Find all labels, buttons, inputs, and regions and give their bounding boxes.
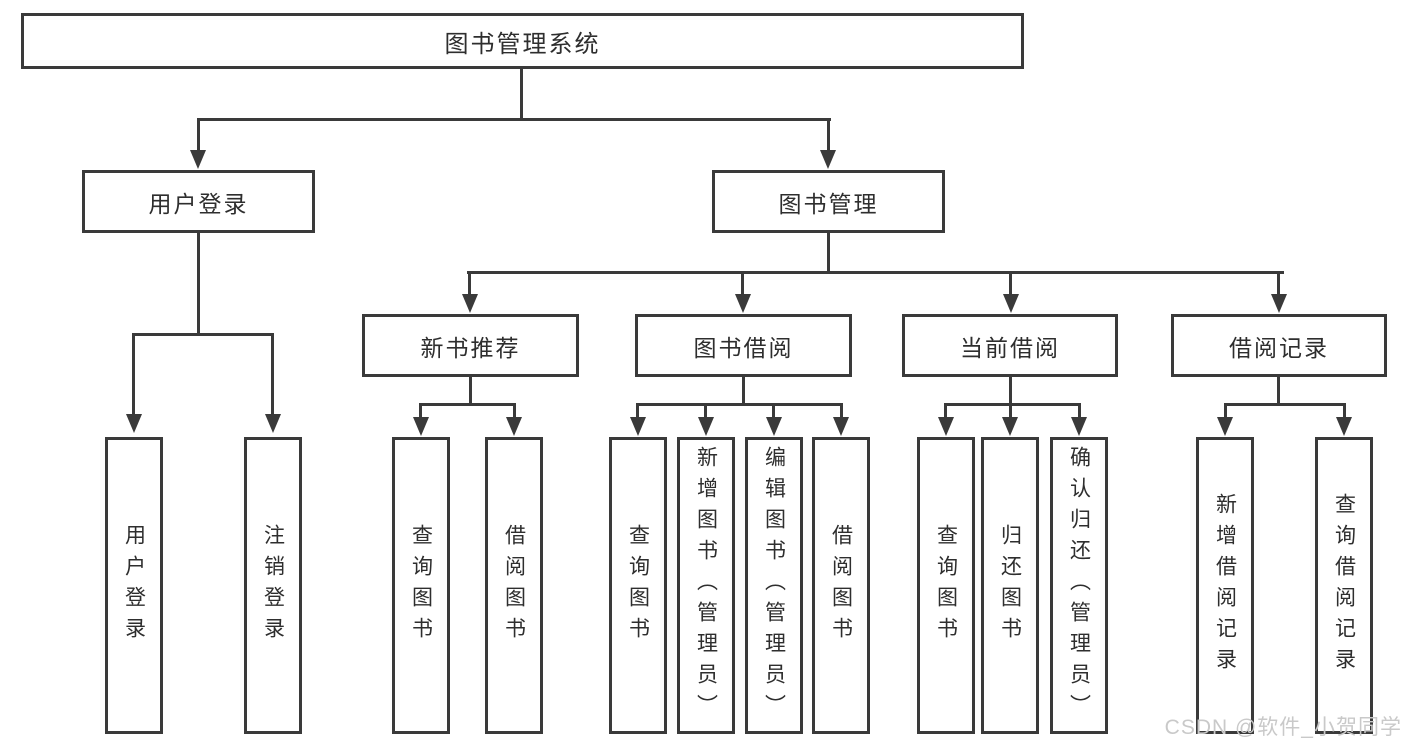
node-label: 借阅记录 — [1229, 334, 1329, 361]
connector-borrow-record-stem — [1277, 377, 1280, 406]
node-user-login: 用户登录 — [82, 170, 315, 233]
arrow-to-book-borrow — [735, 294, 751, 313]
leaf-label: 借阅图书 — [829, 523, 853, 648]
connector-user-login-rail — [132, 333, 274, 336]
connector-leaf-stem — [772, 403, 775, 418]
leaf-logout: 注销登录 — [244, 437, 302, 734]
arrow-to-leaf — [506, 417, 522, 436]
connector-leaf-stem — [1224, 403, 1227, 418]
node-label: 新书推荐 — [420, 334, 521, 361]
arrow-to-leaf — [1217, 417, 1233, 436]
connector-level2-rail — [197, 118, 831, 121]
leaf-label: 归还图书 — [998, 523, 1022, 648]
connector-leaf-stem — [1078, 403, 1081, 418]
leaf-label: 查询图书 — [409, 523, 433, 648]
leaf-query-books-recommend: 查询图书 — [392, 437, 450, 734]
connector-new-book-stem — [469, 377, 472, 406]
node-label: 图书管理系统 — [444, 30, 601, 58]
connector-book-borrow-rail — [636, 403, 843, 406]
node-current-borrowing: 当前借阅 — [902, 314, 1118, 377]
connector-current-borrow-rail — [944, 403, 1081, 406]
connector-leaf-stem — [704, 403, 707, 418]
leaf-label: 编辑图书（管理员） — [762, 446, 786, 725]
leaf-label: 确认归还（管理员） — [1067, 446, 1091, 725]
leaf-label: 新增图书（管理员） — [694, 446, 718, 725]
arrow-to-leaf — [833, 417, 849, 436]
connector-stem-leaf-logout — [271, 333, 274, 416]
leaf-query-books-current: 查询图书 — [917, 437, 975, 734]
leaf-label: 查询图书 — [626, 523, 650, 648]
arrow-to-leaf — [1002, 417, 1018, 436]
leaf-label: 查询借阅记录 — [1332, 492, 1356, 679]
leaf-add-borrow-record: 新增借阅记录 — [1196, 437, 1254, 734]
arrow-to-current-borrow — [1003, 294, 1019, 313]
connector-stem-new-book — [468, 271, 471, 296]
leaf-add-books-admin: 新增图书（管理员） — [677, 437, 735, 734]
connector-book-borrow-stem — [742, 377, 745, 406]
connector-stem-book-mgmt — [827, 118, 830, 152]
connector-leaf-stem — [1343, 403, 1346, 418]
node-label: 图书管理 — [778, 190, 879, 217]
node-label: 当前借阅 — [960, 334, 1060, 361]
connector-level3-rail — [467, 271, 1284, 274]
arrow-to-leaf — [698, 417, 714, 436]
arrow-to-leaf — [766, 417, 782, 436]
arrow-to-new-book — [462, 294, 478, 313]
node-label: 图书借阅 — [693, 334, 794, 361]
connector-current-borrow-stem — [1009, 377, 1012, 406]
arrow-to-leaf-logout — [265, 414, 281, 433]
node-borrowing-records: 借阅记录 — [1171, 314, 1387, 377]
connector-leaf-stem — [513, 403, 516, 418]
connector-user-login-stem — [197, 233, 200, 336]
leaf-label: 查询图书 — [934, 523, 958, 648]
leaf-query-books-borrowing: 查询图书 — [609, 437, 667, 734]
arrow-to-leaf-login — [126, 414, 142, 433]
connector-stem-current-borrow — [1009, 271, 1012, 296]
connector-stem-leaf-login — [132, 333, 135, 416]
arrow-to-leaf — [413, 417, 429, 436]
leaf-label: 用户登录 — [122, 523, 146, 648]
arrow-to-borrow-record — [1271, 294, 1287, 313]
leaf-label: 新增借阅记录 — [1213, 492, 1237, 679]
leaf-label: 注销登录 — [261, 523, 285, 648]
arrow-to-book-mgmt — [820, 150, 836, 169]
leaf-label: 借阅图书 — [502, 523, 526, 648]
node-library-management-system: 图书管理系统 — [21, 13, 1024, 69]
connector-stem-borrow-record — [1277, 271, 1280, 296]
csdn-watermark: CSDN @软件_小贺同学 — [1164, 716, 1402, 739]
leaf-return-books: 归还图书 — [981, 437, 1039, 734]
connector-leaf-stem — [1009, 403, 1012, 418]
leaf-borrow-books: 借阅图书 — [812, 437, 870, 734]
connector-stem-user-login — [197, 118, 200, 152]
leaf-edit-books-admin: 编辑图书（管理员） — [745, 437, 803, 734]
arrow-to-leaf — [1336, 417, 1352, 436]
arrow-to-leaf — [1071, 417, 1087, 436]
connector-leaf-stem — [840, 403, 843, 418]
leaf-query-borrow-record: 查询借阅记录 — [1315, 437, 1373, 734]
connector-book-mgmt-stem — [827, 233, 830, 274]
connector-leaf-stem — [944, 403, 947, 418]
node-label: 用户登录 — [148, 190, 249, 217]
connector-borrow-record-rail — [1224, 403, 1346, 406]
arrow-to-user-login — [190, 150, 206, 169]
node-new-book-recommend: 新书推荐 — [362, 314, 579, 377]
connector-stem-book-borrow — [741, 271, 744, 296]
connector-leaf-stem — [419, 403, 422, 418]
arrow-to-leaf — [630, 417, 646, 436]
node-book-borrowing: 图书借阅 — [635, 314, 852, 377]
connector-leaf-stem — [636, 403, 639, 418]
leaf-borrow-books-recommend: 借阅图书 — [485, 437, 543, 734]
connector-new-book-rail — [419, 403, 516, 406]
arrow-to-leaf — [938, 417, 954, 436]
leaf-user-login: 用户登录 — [105, 437, 163, 734]
leaf-confirm-return-admin: 确认归还（管理员） — [1050, 437, 1108, 734]
node-book-management: 图书管理 — [712, 170, 945, 233]
connector-root-stem — [520, 69, 523, 120]
